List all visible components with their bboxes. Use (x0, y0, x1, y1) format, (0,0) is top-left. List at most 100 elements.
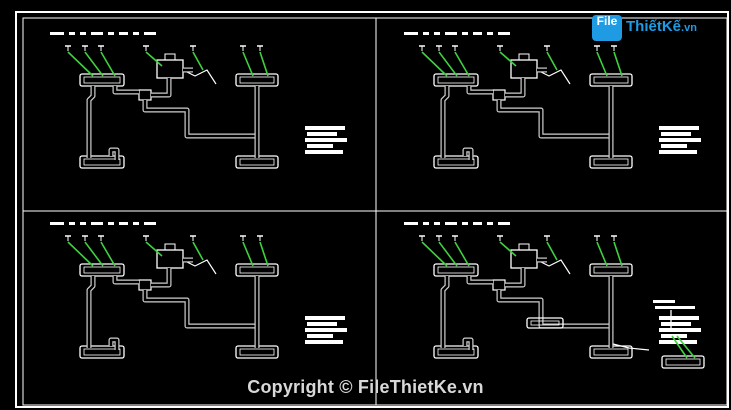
note-block-line (661, 132, 691, 136)
note-block-line (661, 322, 691, 326)
note-block-line (659, 138, 701, 142)
right-top-component (235, 263, 279, 277)
leader-3 (454, 51, 470, 77)
panel-title-seg (80, 32, 86, 35)
leader-2 (438, 51, 458, 77)
pipe-to-right-bottom-core (143, 100, 255, 138)
note-block-line (659, 340, 697, 344)
pipe-left-to-junction-core (113, 86, 139, 94)
left-bottom-component (433, 155, 479, 169)
copyright-watermark: Copyright © FileThietKe.vn (247, 377, 484, 397)
leader-3 (100, 241, 116, 267)
panel-title-seg (434, 32, 440, 35)
panel-title-seg (80, 222, 86, 225)
pipe-left-to-junction-core (113, 276, 139, 284)
junction-box (138, 89, 152, 101)
left-bottom-component-inner (437, 348, 475, 356)
note-block-line (661, 334, 687, 338)
right-bottom-component-inner (239, 348, 275, 356)
note-block-line (305, 316, 345, 320)
leader-1 (421, 51, 448, 77)
pipe-left-down-core (441, 86, 449, 158)
panel-title-seg (473, 222, 482, 225)
pipe-left-down-core (87, 86, 95, 158)
pipe-to-right-bottom (142, 100, 255, 139)
panel-title-seg (119, 32, 128, 35)
leader-extra-2 (676, 335, 696, 359)
right-bottom-component-inner (593, 348, 629, 356)
panel-title-seg (498, 32, 510, 35)
leader-4 (145, 241, 163, 257)
right-top-component (235, 73, 279, 87)
panel-title-seg (144, 32, 156, 35)
panel-title-seg (91, 32, 103, 35)
panel-title-seg (434, 222, 440, 225)
leader-6 (242, 241, 254, 267)
pipe-junction-to-module (151, 268, 172, 288)
pipe-junction-to-module-core (151, 78, 171, 97)
leader-6 (596, 51, 608, 77)
panel-title-seg (133, 222, 139, 225)
note-block-line (307, 132, 337, 136)
leader-2 (438, 241, 458, 267)
panel-title-seg (473, 32, 482, 35)
pipe-left-to-junction-core (467, 86, 493, 94)
leader-6 (242, 51, 254, 77)
panel-bottom-right (404, 222, 705, 369)
lever (536, 69, 571, 85)
center-module (156, 249, 184, 269)
leader-1 (67, 241, 94, 267)
pipe-left-down-core (441, 276, 449, 348)
panel-title-seg (487, 32, 493, 35)
lever (182, 259, 217, 275)
panel-title-seg (108, 32, 114, 35)
panel-title-seg (144, 222, 156, 225)
leader-5 (192, 241, 204, 261)
pipe-left-loop-core (109, 148, 119, 160)
panel-title-seg (133, 32, 139, 35)
pipe-junction-to-module-core (505, 268, 525, 287)
logo-badge: File (592, 15, 622, 41)
pipe-left-to-junction-core (467, 276, 493, 284)
logo-domain-text: .vn (681, 22, 697, 34)
note-block-line (659, 316, 699, 320)
note-block-line (305, 328, 347, 332)
center-module (156, 59, 184, 79)
leader-1 (67, 51, 94, 77)
pipe-left-loop-core (109, 338, 119, 350)
left-top-component-inner (437, 76, 475, 84)
panel-top-right (404, 32, 701, 169)
right-top-component-inner (239, 76, 275, 84)
extra-label-2 (655, 306, 695, 309)
leader-4 (499, 51, 517, 67)
panel-title-seg (462, 222, 468, 225)
center-module-cap (518, 243, 530, 251)
note-block-line (305, 340, 343, 344)
note-block-line (307, 322, 337, 326)
extra-bottom-component-inner (665, 358, 701, 366)
extra-lever (612, 343, 650, 351)
pipe-junction-to-module (505, 268, 526, 288)
leader-4 (499, 241, 517, 257)
left-bottom-component (79, 345, 125, 359)
pipe-junction-to-module-core (505, 78, 525, 97)
right-bottom-component-inner (593, 158, 629, 166)
extra-component (526, 317, 564, 329)
pipe-left-loop-core (463, 338, 473, 350)
leader-5 (546, 241, 558, 261)
panel-title-seg (487, 222, 493, 225)
panel-title-seg (91, 222, 103, 225)
lever (536, 259, 571, 275)
panel-title-seg (445, 222, 457, 225)
leader-3 (454, 241, 470, 267)
center-module-cap (518, 53, 530, 61)
panel-title-seg (69, 222, 75, 225)
leader-extra-1 (671, 335, 688, 359)
note-block-line (307, 144, 333, 148)
leader-7 (259, 51, 269, 77)
left-top-component-inner (83, 76, 121, 84)
note-block-line (307, 334, 333, 338)
junction-box (138, 279, 152, 291)
junction-box (492, 89, 506, 101)
